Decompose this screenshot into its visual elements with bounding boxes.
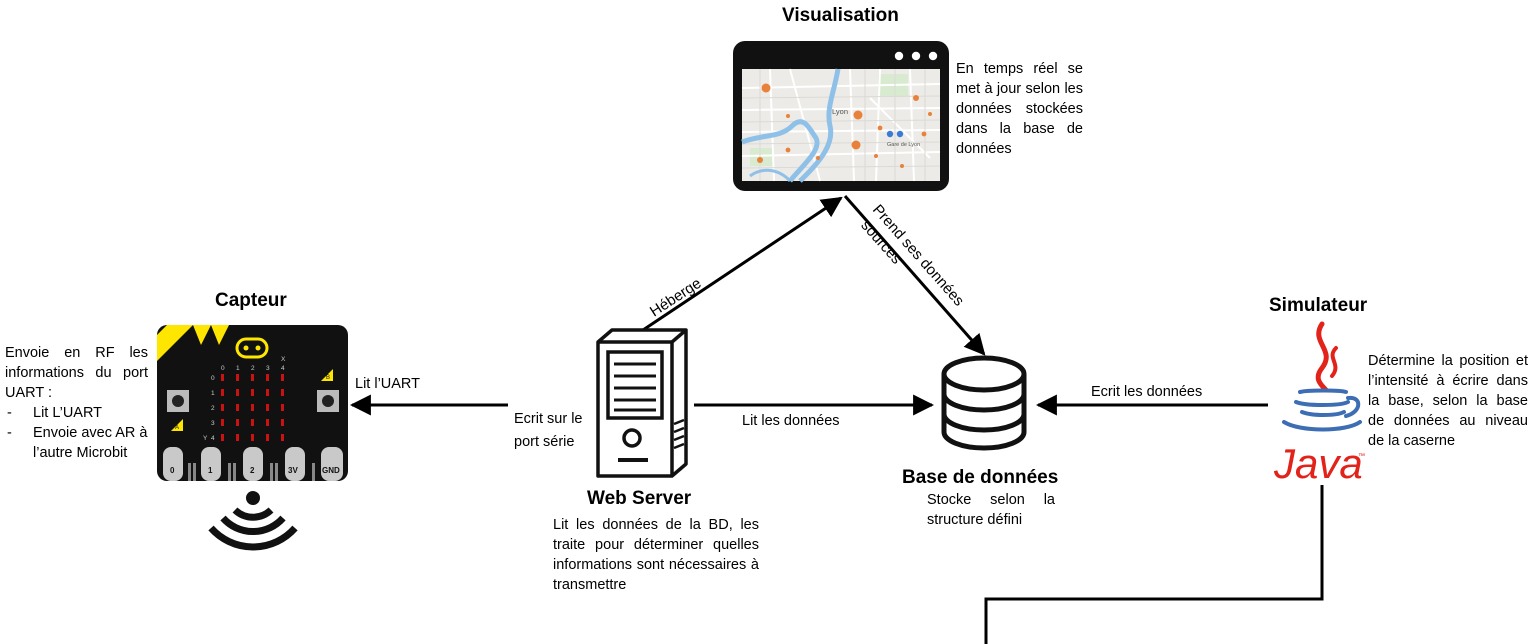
microbit-col-label: 4: [281, 365, 285, 372]
web-server-description: Lit les données de la BD, les traite pou…: [553, 517, 759, 593]
microbit-icon: A B 0 1 2 3 4 X 0 1 2 3 4 Y 0 1 2 3V GND: [157, 325, 348, 481]
microbit-button-a: A: [175, 425, 179, 431]
capteur-description-item: Lit L’UART: [5, 403, 148, 423]
microbit-row-label: 2: [211, 405, 215, 412]
label-lit-uart: Lit l’UART: [355, 376, 420, 392]
microbit-col-label: 3: [266, 365, 270, 372]
microbit-pin-label: 1: [208, 466, 213, 475]
label-ecrit-donnees: Ecrit les données: [1091, 384, 1202, 400]
server-icon: [596, 328, 688, 478]
browser-map-icon: Lyon Gare de Lyon: [733, 41, 949, 191]
capteur-description-list: Lit L’UART Envoie avec AR à l’autre Micr…: [5, 403, 148, 463]
microbit-pin-label: 0: [170, 466, 175, 475]
microbit-col-label: 1: [236, 365, 240, 372]
microbit-button-b: B: [326, 375, 330, 381]
microbit-pin-label: 2: [250, 466, 255, 475]
wifi-signal-icon: [208, 491, 298, 551]
visualisation-description: En temps réel se met à jour selon les do…: [956, 61, 1083, 157]
label-ecrit-port-2: port série: [514, 434, 574, 450]
capteur-description-item: Envoie avec AR à l’autre Microbit: [5, 423, 148, 463]
simulateur-description: Détermine la position et l’intensité à é…: [1368, 353, 1528, 449]
microbit-pin-label: 3V: [288, 466, 298, 475]
visualisation-title: Visualisation: [782, 5, 899, 26]
label-lit-donnees: Lit les données: [742, 413, 840, 429]
arrow-prend-sources: [843, 195, 986, 356]
microbit-row-label: 4: [211, 435, 215, 442]
java-logo-text: Java: [1273, 440, 1363, 487]
map-label-city: Lyon: [832, 107, 848, 116]
connector-simulateur-bottom: [984, 485, 1324, 644]
label-heberge: Héberge: [647, 275, 705, 321]
microbit-led-grid: [221, 374, 284, 441]
simulateur-title: Simulateur: [1269, 295, 1368, 316]
capteur-title: Capteur: [215, 290, 287, 311]
label-ecrit-port-1: Ecrit sur le: [514, 411, 583, 427]
java-logo-tm: ™: [1358, 453, 1365, 460]
database-title: Base de données: [902, 467, 1059, 488]
capteur-description-intro: Envoie en RF les informations du port UA…: [5, 345, 148, 401]
microbit-col-label: 2: [251, 365, 255, 372]
java-logo-icon: Java ™: [1273, 321, 1365, 487]
database-icon: [941, 355, 1027, 451]
microbit-row-label: 3: [211, 420, 215, 427]
microbit-row-label: 0: [211, 375, 215, 382]
map-label-station: Gare de Lyon: [887, 142, 920, 148]
database-description: Stocke selon la structure défini: [927, 492, 1055, 528]
label-prend-sources: Prend ses données sources: [857, 201, 967, 309]
microbit-pin-label: GND: [322, 466, 340, 475]
microbit-row-label: 1: [211, 390, 215, 397]
microbit-axis-x: X: [281, 356, 286, 363]
arrow-heberge: [642, 196, 843, 332]
capteur-description: Envoie en RF les informations du port UA…: [5, 343, 148, 463]
web-server-title: Web Server: [587, 488, 692, 509]
microbit-axis-y: Y: [203, 435, 208, 442]
microbit-col-label: 0: [221, 365, 225, 372]
